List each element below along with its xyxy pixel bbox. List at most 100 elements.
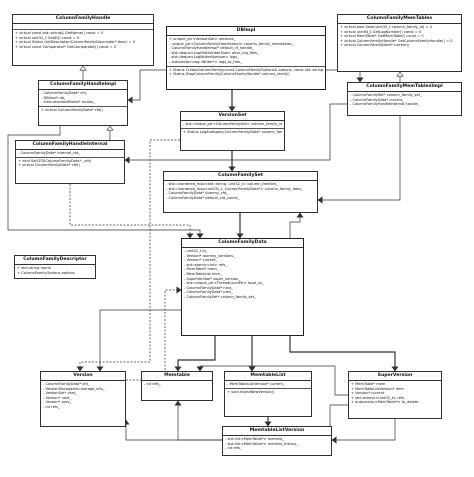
methods-section: + Status LogAndApply(ColumnFamilyData* c… [181, 129, 284, 136]
class-title: DBImpl [167, 27, 325, 36]
association-arrowhead [186, 233, 194, 239]
member-line: - int refs_ [144, 382, 161, 386]
member-line: - ColumnFamilyData* next_ [184, 285, 234, 290]
class-title: SuperVersion [349, 372, 441, 381]
member-line: - ColumnFamilyData* cfd_ [43, 382, 90, 386]
attributes-section: - std::unique_ptr<ColumnFamilySet> colum… [181, 121, 284, 129]
member-line: + void InstallNewVersion() [227, 389, 275, 394]
member-line: - std::atomic<int> refs_ [184, 262, 228, 267]
association-arrowhead [317, 196, 323, 204]
association-arrowhead [248, 366, 256, 372]
association-arrowhead [356, 77, 364, 83]
member-line: - std::unordered_map<uint32_t, ColumnFam… [166, 186, 303, 191]
class-title: MemtableList [225, 372, 311, 381]
member-line: - std::unique_ptr<ThreadLocalPtr> local_… [184, 281, 264, 286]
member-line: + ColumnFamilyOptions options [17, 270, 75, 275]
member-line: - ColumnFamilyData* dummy_cfd_ [166, 191, 229, 196]
association-arrowhead [331, 436, 337, 444]
association-arrowhead [124, 156, 130, 164]
member-line: - MemTableList imm_ [184, 271, 222, 276]
member-line: - std::list<MemTable*> memlist_history_ [225, 441, 299, 446]
class-memtable-list-version[interactable]: MemtableListVersion- std::list<MemTable*… [222, 426, 332, 456]
member-line: - VersionSet* vset_ [43, 391, 77, 396]
attributes-section: + MemTable* mem+ MemTableListVersion* im… [349, 381, 441, 406]
member-line: - uint32_t id_ [184, 249, 208, 253]
member-line: - DBImpl* db_ [41, 95, 66, 100]
attributes-section: + virtual bool Seek(uint32_t column_fami… [338, 24, 461, 49]
member-line: + MemTable* mem [351, 382, 386, 386]
member-line: - ColumnFamilyData* internal_cfd_ [18, 151, 81, 155]
class-column-family-handle-impl[interactable]: ColumnFamilyHandleImpl- ColumnFamilyData… [38, 80, 128, 126]
member-line: - ColumnFamilyData* default_cfd_cache_ [166, 195, 240, 200]
association-arrowhead [228, 166, 236, 172]
class-title: Version [41, 372, 125, 381]
member-line: - SuperVersion* super_version_ [184, 276, 240, 281]
attributes-section: - std::unordered_map<std::string, uint32… [164, 181, 317, 201]
member-line: - ColumnFamilySet* column_family_set_ [350, 93, 422, 97]
methods-section: + void SetCFD(ColumnFamilyData* _cfd)+ v… [16, 158, 124, 169]
member-line: + virtual MemTable* GetMemTable() const … [340, 34, 424, 39]
class-title: ColumnFamilyData [182, 239, 303, 248]
class-title: ColumnFamilyHandleInternal [16, 141, 124, 150]
class-column-family-data[interactable]: ColumnFamilyData- uint32_t id_- Version*… [181, 238, 304, 336]
edge [125, 103, 347, 161]
class-title: ColumnFamilyMemTables [338, 15, 461, 24]
inheritance-arrowhead [106, 125, 114, 131]
member-line: - int refs_ [225, 446, 242, 451]
inheritance-arrowhead [79, 65, 87, 71]
class-title: VersionSet [181, 112, 284, 121]
class-memtable-list[interactable]: MemtableList- MemTableListVersion* curre… [224, 371, 312, 417]
member-line: + Version* current [351, 391, 385, 396]
association-arrowhead [264, 421, 272, 427]
member-line: - MemTableListVersion* current_ [227, 382, 285, 386]
member-line: + autovector<MemTable*> to_delete [351, 400, 419, 405]
class-column-family-handle[interactable]: ColumnFamilyHandle+ virtual const std::s… [12, 14, 154, 66]
association-arrowhead [196, 233, 204, 239]
association-arrowhead [76, 366, 84, 372]
member-line: - unique_ptr<ColumnFamilyHandleImpl> col… [169, 41, 294, 46]
member-line: - std::deque<LogFileNumberSize> alive_lo… [169, 50, 259, 55]
member-line: + void SetCFD(ColumnFamilyData* _cfd) [18, 158, 92, 163]
member-line: + Status DropColumnFamily(ColumnFamilyHa… [169, 72, 290, 77]
edge [7, 126, 201, 238]
member-line: + virtual uint64_t GetLogNumber() const … [340, 29, 422, 34]
attributes-section: - uint32_t id_- Version* dummy_versions_… [182, 248, 303, 301]
member-line: + virtual bool Seek(uint32_t column_fami… [340, 25, 432, 29]
association-arrowhead [174, 366, 182, 372]
attributes-section: - int refs_ [142, 381, 212, 388]
class-version-set[interactable]: VersionSet- std::unique_ptr<ColumnFamily… [180, 111, 285, 151]
association-arrowhead [228, 106, 236, 112]
member-line: + virtual ColumnFamilyHandle* GetColumnF… [340, 38, 453, 43]
class-super-version[interactable]: SuperVersion+ MemTable* mem+ MemTableLis… [348, 371, 442, 419]
class-title: Memtable [142, 372, 212, 381]
member-line: + std::string name [17, 266, 51, 270]
association-arrowhead [196, 366, 204, 372]
class-title: ColumnFamilyHandle [13, 15, 153, 24]
class-title: ColumnFamilyMemTablesImpl [348, 83, 461, 92]
member-line: - autovector<log::Writer*> logs_to_free_ [169, 59, 243, 64]
member-line: - int refs_ [43, 404, 60, 409]
class-memtable[interactable]: Memtable- int refs_ [141, 371, 213, 401]
class-column-family-mem-tables-impl[interactable]: ColumnFamilyMemTablesImpl- ColumnFamilyS… [347, 82, 462, 116]
class-column-family-handle-internal[interactable]: ColumnFamilyHandleInternal- ColumnFamily… [15, 140, 125, 184]
member-line: - VersionStorageInfo storage_info_ [43, 386, 105, 391]
member-line: + virtual const std::string& GetName() c… [15, 31, 104, 35]
member-line: - std::list<MemTable*> memlist_ [225, 437, 285, 441]
attributes-section: - ColumnFamilySet* column_family_set_- C… [348, 92, 461, 108]
association-arrowhead [391, 366, 399, 372]
association-arrowhead [176, 286, 182, 294]
member-line: - std::deque<LogWriterNumber> logs_ [169, 55, 239, 60]
member-line: - ColumnFamilyHandleImpl* default_cf_han… [169, 46, 254, 51]
member-line: - Version* current_ [184, 258, 218, 263]
attributes-section: - ColumnFamilyData* cfd_- DBImpl* db_- I… [39, 90, 127, 107]
class-column-family-set[interactable]: ColumnFamilySet- std::unordered_map<std:… [163, 171, 318, 213]
class-column-family-mem-tables[interactable]: ColumnFamilyMemTables+ virtual bool Seek… [337, 14, 462, 72]
association-arrowhead [96, 366, 104, 372]
member-line: - Version* prev_ [43, 400, 72, 405]
class-column-family-descriptor[interactable]: ColumnFamilyDescriptor+ std::string name… [14, 255, 96, 279]
attributes-section: + std::string name+ ColumnFamilyOptions … [15, 265, 95, 276]
class-db-impl[interactable]: DBImpl+ unique_ptr<VersionSet> versions_… [166, 26, 326, 90]
class-version[interactable]: Version- ColumnFamilyData* cfd_- Version… [40, 371, 126, 427]
member-line: + Status CreateColumnFamily(const Column… [169, 67, 323, 72]
edge [126, 289, 181, 381]
